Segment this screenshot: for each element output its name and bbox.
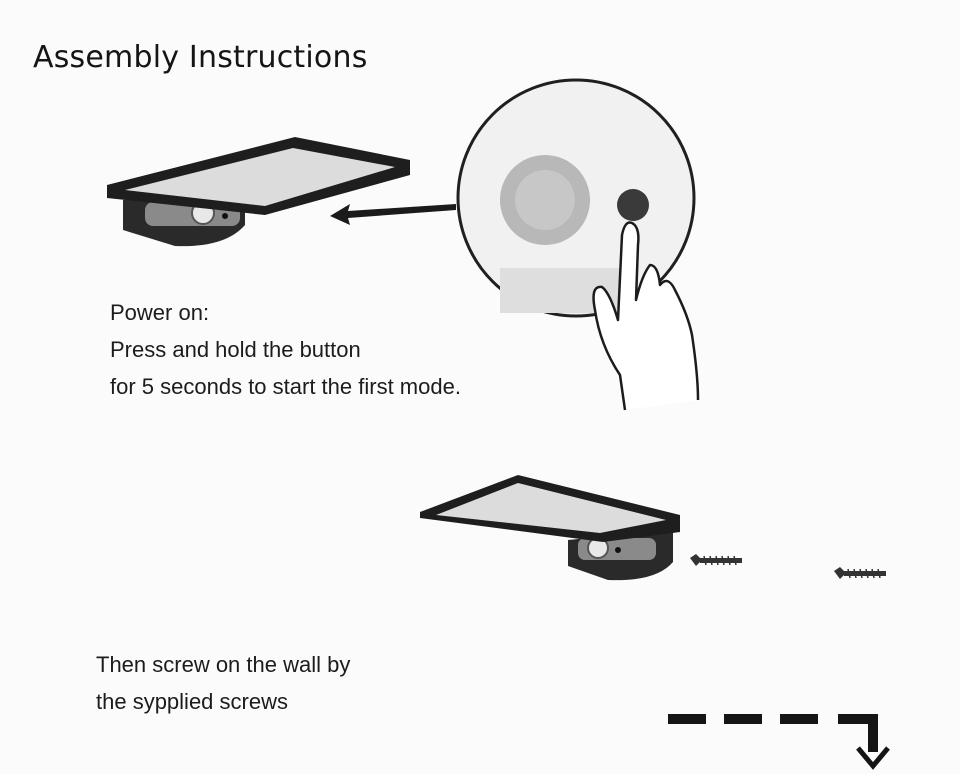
power-on-heading: Power on: xyxy=(110,300,210,325)
arrow-left-icon xyxy=(330,204,456,225)
solar-light-icon xyxy=(420,475,680,581)
screw-icon xyxy=(834,567,886,579)
screw-line-1: Then screw on the wall by xyxy=(96,652,351,677)
screw-line-2: the sypplied screws xyxy=(96,689,288,714)
finger-press-icon xyxy=(592,221,700,411)
dashed-arrow-down-icon xyxy=(668,714,890,770)
power-on-line-2: for 5 seconds to start the first mode. xyxy=(110,374,461,399)
power-on-line-1: Press and hold the button xyxy=(110,337,361,362)
screw-instructions: Then screw on the wall by the sypplied s… xyxy=(96,646,350,720)
page-title: Assembly Instructions xyxy=(33,40,368,75)
screw-icon xyxy=(690,554,742,566)
power-on-instructions: Power on: Press and hold the button for … xyxy=(110,294,461,405)
solar-light-icon xyxy=(107,137,410,247)
